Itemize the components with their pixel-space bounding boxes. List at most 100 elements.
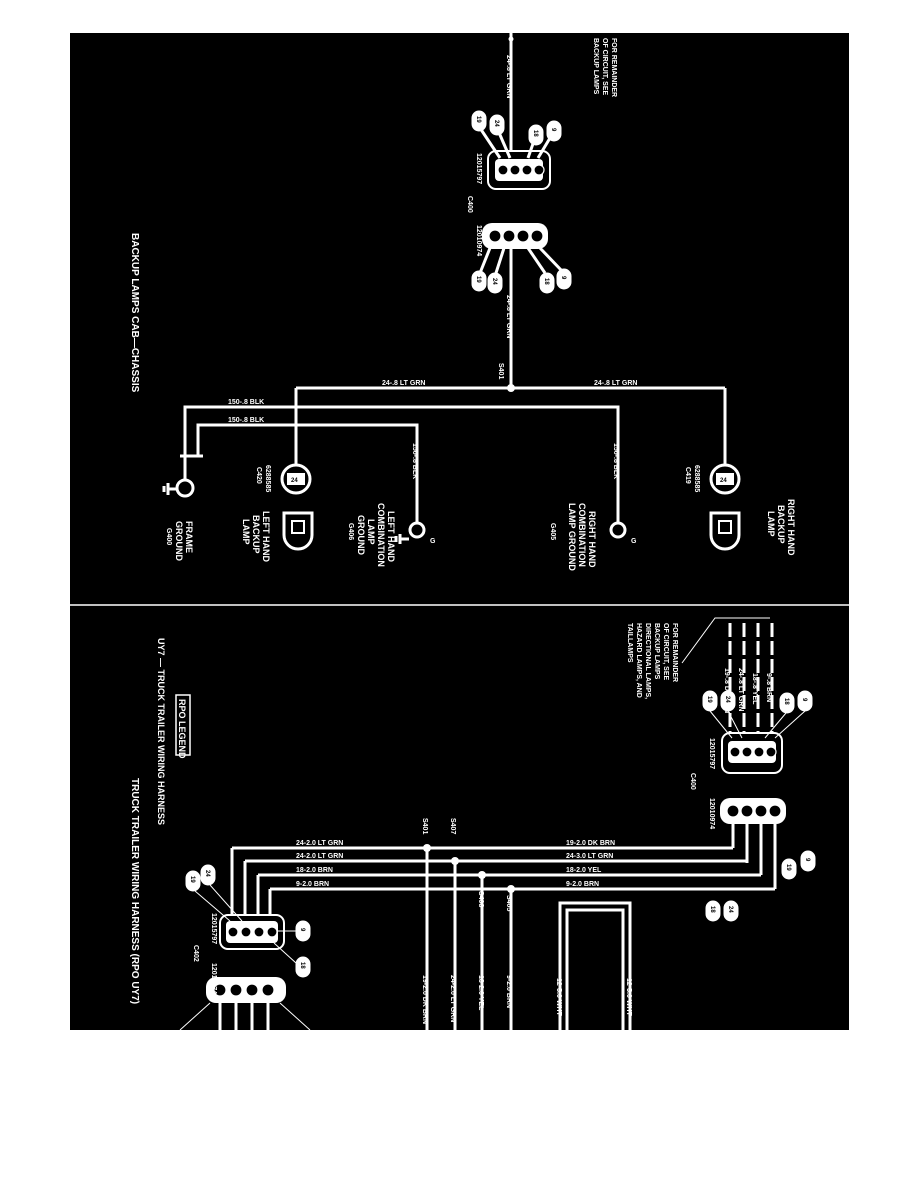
wiring-diagram-panel: BACKUP LAMPS CAB—CHASSIS FOR REMAINDER O… [70,33,849,1030]
pin-badge [295,956,311,978]
connector-c400-b [482,223,548,249]
pin-callouts-c400-a: 19 24 18 9 [471,110,562,159]
label-right-combo-ground: RIGHT HAND COMBINATION LAMP GROUND G405 [549,503,597,571]
label-line: LAMP [366,519,376,545]
pin-number: 18 [783,698,789,705]
label-line: FRAME [184,521,194,553]
label-line: RIGHT HAND [587,511,597,568]
wire-label-ground: 150-.8 BLK [612,443,619,479]
pin-badge [471,110,487,132]
wire-label-wht: 12-5.0 WHT [625,978,632,1016]
pin-badge [200,864,216,886]
wire-label-bundle: 19-.8 DK BRN [723,668,730,713]
label-line: GROUND [174,521,184,561]
label-line: G406 [347,523,354,540]
label-left-backup-lamp: LEFT HAND BACKUP LAMP [241,511,271,562]
wire-label-vert: 9-2.0 BRN [505,975,512,1008]
leader-line [681,617,770,664]
connector-label-c400-bottom: C400 [689,773,696,790]
pin-badge [528,124,544,146]
rpo-legend-title: RPO LEGEND [177,699,187,759]
pin-callouts-c400-b: 19 24 18 9 [471,246,572,294]
remainder-note-line: HAZARD LAMPS, AND [635,623,642,698]
pin-callouts-c400-bottom-b: 18 24 19 9 [705,850,816,922]
connector-c419: 24 [709,463,741,495]
label-line: G405 [549,523,556,540]
wire-label-ground: 150-.8 BLK [411,443,418,479]
wire-wht-loop [558,901,632,1030]
connector-label-c420: C420 [255,467,262,484]
connector-label-c400: C400 [466,196,473,213]
pin-badge [487,272,503,294]
ground-g-label: G [631,538,637,545]
pin-number: 19 [475,116,481,123]
wire-label-top: 24-.8 LT GRN [505,55,512,98]
pin-number: 24 [204,870,210,877]
connector-c402-b [206,977,286,1003]
section-title-backup-lamps: BACKUP LAMPS CAB—CHASSIS [129,233,140,393]
pin-number: 18 [532,130,538,137]
pin-callouts-c402-a: 19 24 9 18 [185,864,311,978]
remainder-note-line: TAILLAMPS [626,623,633,663]
label-line: G400 [165,528,172,545]
connector-c420: 24 [280,463,312,495]
wire-label-vert: 18-2.0 YEL [477,975,484,1011]
remainder-note-line: BACKUP LAMPS [592,38,599,95]
pin-number: 24 [720,478,727,484]
pin-badge [546,120,562,142]
wire-label-left: 24-2.0 LT GRN [296,853,343,860]
label-frame-ground: FRAME GROUND G400 [165,521,194,561]
pin-number: 24 [291,478,298,484]
pin-badge [489,114,505,136]
wire-label-right: 24-3.0 LT GRN [566,853,613,860]
wire-label-bundle: 9-.8 BRN [765,673,772,702]
wire-label-left: 24-.8 LT GRN [382,380,425,387]
pin-badge [779,692,795,714]
part-number-c400-a: 12015797 [475,153,482,184]
remainder-note-line: FOR REMAINDER [610,38,617,97]
pin-number: 24 [727,906,733,913]
wire-ground-frame-a [183,405,296,456]
remainder-note-line: BACKUP LAMPS [653,623,660,680]
pin-number: 24 [724,696,730,703]
remainder-note-line: FOR REMAINDER [671,623,678,682]
wire-label-vert: 24-2.0 LT GRN [449,975,456,1022]
pin-badge [556,268,572,290]
label-line: LAMP [766,511,776,537]
wire-label-ground: 150-.8 BLK [228,399,264,406]
rpo-legend-item: UY7 — TRUCK TRAILER WIRING HARNESS [156,638,166,825]
part-number-c419: 6288585 [693,465,700,492]
connector-c402-a [219,914,285,950]
wiring-diagram: BACKUP LAMPS CAB—CHASSIS FOR REMAINDER O… [70,33,849,1030]
pin-number: 9 [801,698,807,702]
wire-end-dot [508,36,514,42]
connector-c400-a [487,150,551,190]
bulb-icon [709,511,741,551]
wire-label-ground: 150-.8 BLK [228,417,264,424]
wire-label-wht: 12-5.0 WHT [555,978,562,1016]
backup-lamps-section: BACKUP LAMPS CAB—CHASSIS FOR REMAINDER O… [129,33,796,571]
pin-callouts-c400-bottom-a: 19 24 18 9 [702,690,813,739]
pin-number: 24 [491,278,497,285]
part-number-c400-b: 12010974 [475,225,482,256]
pin-number: 19 [706,696,712,703]
section-title-trailer-harness: TRUCK TRAILER WIRING HARNESS (RPO UY7) [129,778,140,1004]
remainder-note-bottom: FOR REMAINDER OF CIRCUIT, SEE BACKUP LAM… [626,623,678,699]
label-left-combo-ground: LEFT HAND COMBINATION LAMP GROUND G406 [347,503,396,567]
wire-label-mid: 24-.8 LT GRN [505,295,512,338]
pin-badge [781,858,797,880]
pin-badge [471,270,487,292]
remainder-note-line: OF CIRCUIT, SEE [662,623,669,681]
leader-line [179,1002,211,1030]
ground-lug-icon [609,503,627,539]
pin-badge [705,900,721,922]
wire-label-left: 24-2.0 LT GRN [296,840,343,847]
splice-label-s401: S401 [497,363,504,379]
wire-wht-loop-inner [565,908,625,1030]
label-line: LAMP [241,519,251,545]
part-number-c402-a: 12015797 [210,913,217,944]
wire-label-right: 18-2.0 YEL [566,867,602,874]
wire-ground-frame-b [196,423,296,456]
splice-label: S401 [421,818,428,834]
label-line: BACKUP [251,515,261,554]
